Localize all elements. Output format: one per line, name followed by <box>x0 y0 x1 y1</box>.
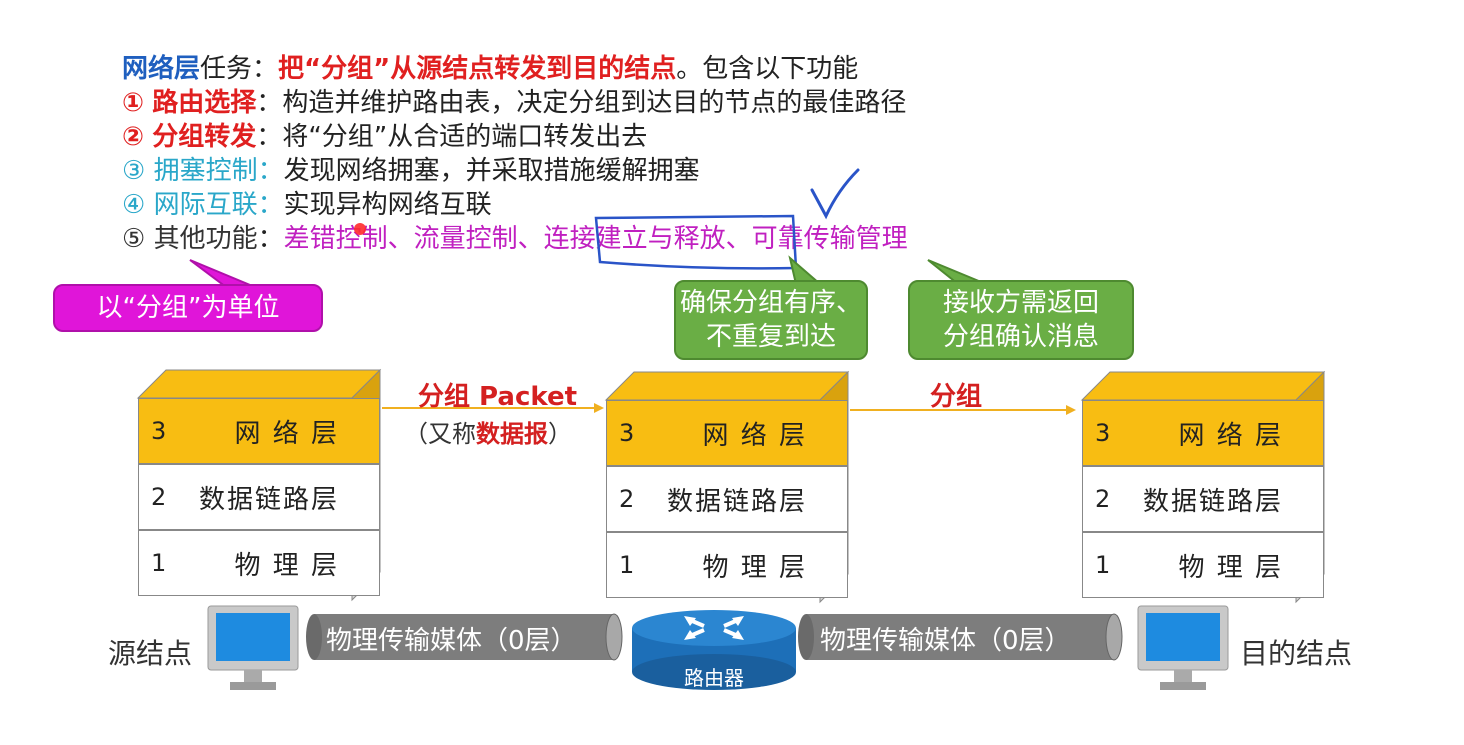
function-item-routing: ① 路由选择：构造并维护路由表，决定分组到达目的节点的最佳路径 <box>122 86 906 120</box>
item-marker: ⑤ <box>122 224 146 254</box>
layer-number: 2 <box>1095 485 1111 513</box>
layer-name: 数据链路层 <box>198 484 339 515</box>
item-desc: 发现网络拥塞，并采取措施缓解拥塞 <box>283 156 700 186</box>
cable-cylinder-right <box>798 613 1123 661</box>
arrow-head <box>594 403 604 413</box>
item-sep: ： <box>257 224 284 254</box>
callout-text: 确保分组有序、 <box>679 288 862 318</box>
layer-number: 1 <box>151 549 167 577</box>
layer-number: 2 <box>151 483 167 511</box>
layer-network: 3 网 络 层 <box>606 400 848 466</box>
callout-text: 分组确认消息 <box>942 322 1099 352</box>
item-marker: ③ <box>122 156 146 186</box>
callout-ack-message: 接收方需返回 分组确认消息 <box>908 280 1134 360</box>
function-item-forwarding: ② 分组转发：将“分组”从合适的端口转发出去 <box>122 120 647 154</box>
callout-ordered-delivery: 确保分组有序、 不重复到达 <box>674 280 868 360</box>
layer-number: 1 <box>619 551 635 579</box>
callout-text: 以“分组”为单位 <box>96 293 280 323</box>
router-icon <box>632 610 796 690</box>
layer-physical: 1 物 理 层 <box>1082 532 1324 598</box>
packet-label-right: 分组 <box>930 382 983 412</box>
task-tail: 。包含以下功能 <box>676 54 859 84</box>
function-item-internetworking: ④ 网际互联：实现异构网络互联 <box>122 188 492 222</box>
item-marker: ① <box>122 88 145 118</box>
layer-data-link: 2 数据链路层 <box>1082 466 1324 532</box>
task-label: 任务： <box>200 54 279 84</box>
layer-data-link: 2 数据链路层 <box>138 464 380 530</box>
layer-name: 物 理 层 <box>1178 552 1283 583</box>
medium-label-left: 物理传输媒体（0层） <box>326 626 577 656</box>
callout-packet-unit: 以“分组”为单位 <box>53 284 323 332</box>
callout-text: 不重复到达 <box>705 322 836 352</box>
arrow-head <box>1066 405 1076 415</box>
destination-node-label: 目的结点 <box>1240 637 1353 670</box>
layer-name: 网 络 层 <box>1178 420 1283 451</box>
cable-cylinder-left <box>306 613 623 661</box>
layer-number: 3 <box>1095 419 1111 447</box>
item-desc: 将“分组”从合适的端口转发出去 <box>282 122 648 152</box>
router-label: 路由器 <box>684 666 744 690</box>
checkmark-icon <box>810 168 860 220</box>
layer-data-link: 2 数据链路层 <box>606 466 848 532</box>
item-sep: ： <box>257 190 284 220</box>
datagram-alias: （又称数据报） <box>404 414 572 449</box>
item-name: 其他功能 <box>153 224 258 254</box>
item-sep: ： <box>256 122 283 152</box>
layer-physical: 1 物 理 层 <box>138 530 380 596</box>
item-sep: ： <box>257 156 284 186</box>
layer-network: 3 网 络 层 <box>138 398 380 464</box>
network-layer-term: 网络层 <box>122 54 201 84</box>
computer-icon <box>1137 605 1229 690</box>
item-marker: ④ <box>122 190 146 220</box>
layer-name: 数据链路层 <box>666 486 807 517</box>
computer-icon <box>207 605 299 690</box>
item-desc: 构造并维护路由表，决定分组到达目的节点的最佳路径 <box>282 88 907 118</box>
function-item-congestion: ③ 拥塞控制：发现网络拥塞，并采取措施缓解拥塞 <box>122 154 700 188</box>
layer-physical: 1 物 理 层 <box>606 532 848 598</box>
function-item-other: ⑤ 其他功能：差错控制、流量控制、连接建立与释放、可靠传输管理 <box>122 222 908 256</box>
layer-name: 网 络 层 <box>234 418 339 449</box>
item-marker: ② <box>122 122 145 152</box>
datagram-term: 数据报 <box>476 420 548 448</box>
layer-name: 数据链路层 <box>1142 486 1283 517</box>
layer-number: 3 <box>151 417 167 445</box>
alias-close: ） <box>548 420 572 448</box>
task-heading: 网络层任务：把“分组”从源结点转发到目的结点。包含以下功能 <box>122 52 858 86</box>
layer-name: 网 络 层 <box>702 420 807 451</box>
source-node-label: 源结点 <box>108 637 193 670</box>
item-desc: 实现异构网络互联 <box>283 190 492 220</box>
packet-label: 分组 Packet <box>418 382 578 412</box>
callout-text: 接收方需返回 <box>942 288 1099 318</box>
laser-pointer-dot <box>354 223 366 235</box>
task-statement: 把“分组”从源结点转发到目的结点 <box>278 54 677 84</box>
layer-number: 1 <box>1095 551 1111 579</box>
layer-network: 3 网 络 层 <box>1082 400 1324 466</box>
alias-open: （又称 <box>404 420 476 448</box>
layer-number: 2 <box>619 485 635 513</box>
item-name: 拥塞控制 <box>153 156 258 186</box>
item-name: 分组转发 <box>152 122 257 152</box>
item-name: 网际互联 <box>153 190 258 220</box>
item-desc: 差错控制、流量控制、连接建立与释放、可靠传输管理 <box>283 224 908 254</box>
layer-name: 物 理 层 <box>234 550 339 581</box>
medium-label-right: 物理传输媒体（0层） <box>820 626 1071 656</box>
item-sep: ： <box>256 88 283 118</box>
layer-name: 物 理 层 <box>702 552 807 583</box>
layer-number: 3 <box>619 419 635 447</box>
item-name: 路由选择 <box>152 88 257 118</box>
